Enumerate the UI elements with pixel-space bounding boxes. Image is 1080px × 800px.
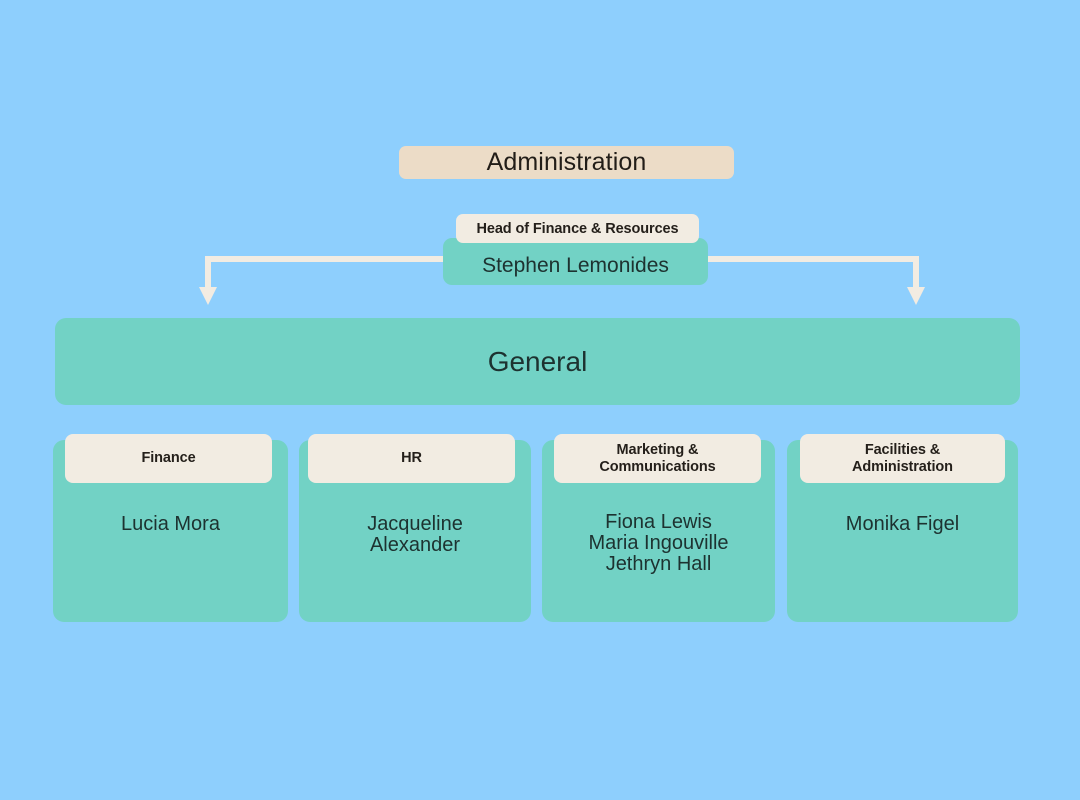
department-marketing-communications[interactable]: Marketing & Communications Fiona Lewis M… [542,434,775,622]
department-members-label: Monika Figel [845,513,960,535]
department-members-label: Fiona Lewis Maria Ingouville Jethryn Hal… [588,511,729,576]
org-title-label: Administration [486,148,647,176]
arrowhead-right-icon [907,287,925,305]
manager-role-badge: Head of Finance & Resources [456,214,699,243]
department-title-badge: HR [308,434,515,483]
department-members-label: Lucia Mora [121,513,220,535]
department-members: Jacqueline Alexander [299,513,531,557]
node-head-of-finance[interactable]: Stephen Lemonides [443,238,708,285]
department-title-badge: Facilities & Administration [800,434,1005,483]
department-row: Finance Lucia Mora HR Jacqueline Alexand… [53,434,1027,622]
arrowhead-left-icon [199,287,217,305]
department-finance[interactable]: Finance Lucia Mora [53,434,288,622]
general-label: General [487,345,588,377]
department-title-label: HR [401,450,422,467]
manager-name-label: Stephen Lemonides [482,254,669,277]
department-members: Monika Figel [787,513,1018,535]
department-hr[interactable]: HR Jacqueline Alexander [299,434,531,622]
node-general[interactable]: General [55,318,1020,405]
department-title-label: Marketing & Communications [599,442,716,475]
department-title-label: Facilities & Administration [852,442,953,475]
department-members-label: Jacqueline Alexander [367,513,463,557]
org-title-bar: Administration [399,146,734,179]
department-facilities-administration[interactable]: Facilities & Administration Monika Figel [787,434,1018,622]
department-members: Lucia Mora [53,513,288,535]
department-members: Fiona Lewis Maria Ingouville Jethryn Hal… [542,511,775,576]
department-title-badge: Marketing & Communications [554,434,761,483]
manager-role-label: Head of Finance & Resources [476,220,679,237]
department-title-label: Finance [141,450,196,467]
department-title-badge: Finance [65,434,272,483]
